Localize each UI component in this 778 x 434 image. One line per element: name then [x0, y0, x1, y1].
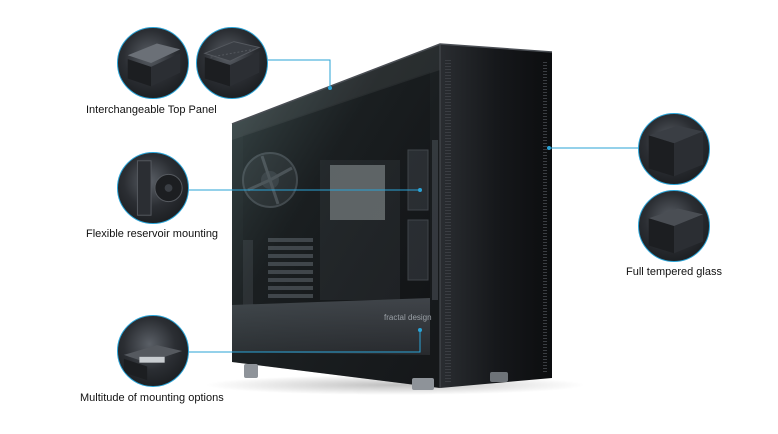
label-top-panel: Interchangeable Top Panel [86, 104, 217, 116]
top-panel-vented-icon [203, 41, 261, 87]
callout-lines [188, 59, 640, 353]
callout-line-mounting [188, 330, 421, 353]
thumb-mounting [117, 315, 189, 387]
thumb-glass-corner-top [638, 113, 710, 185]
thumb-glass-corner-bottom [638, 190, 710, 262]
case-front-panel [440, 44, 552, 388]
label-glass: Full tempered glass [626, 266, 722, 278]
glass-corner-bottom-icon [648, 208, 704, 254]
callout-dots [328, 86, 551, 332]
reservoir-bracket-icon [136, 160, 183, 216]
mounting-bracket-icon [123, 345, 183, 381]
brand-mark: fractal design [384, 313, 432, 322]
glass-corner-top-icon [648, 125, 704, 177]
label-mounting: Multitude of mounting options [80, 392, 224, 404]
callout-line-top-panel [268, 59, 331, 88]
front-vent-strip [445, 60, 547, 382]
glass-highlight [232, 44, 440, 140]
top-panel-solid-icon [127, 43, 181, 87]
thumb-top-panel-solid [117, 27, 189, 99]
thumb-top-panel-vented [196, 27, 268, 99]
case-feet [244, 364, 508, 390]
tempered-glass-panel [232, 44, 440, 388]
thumb-reservoir [117, 152, 189, 224]
label-reservoir: Flexible reservoir mounting [86, 228, 219, 240]
